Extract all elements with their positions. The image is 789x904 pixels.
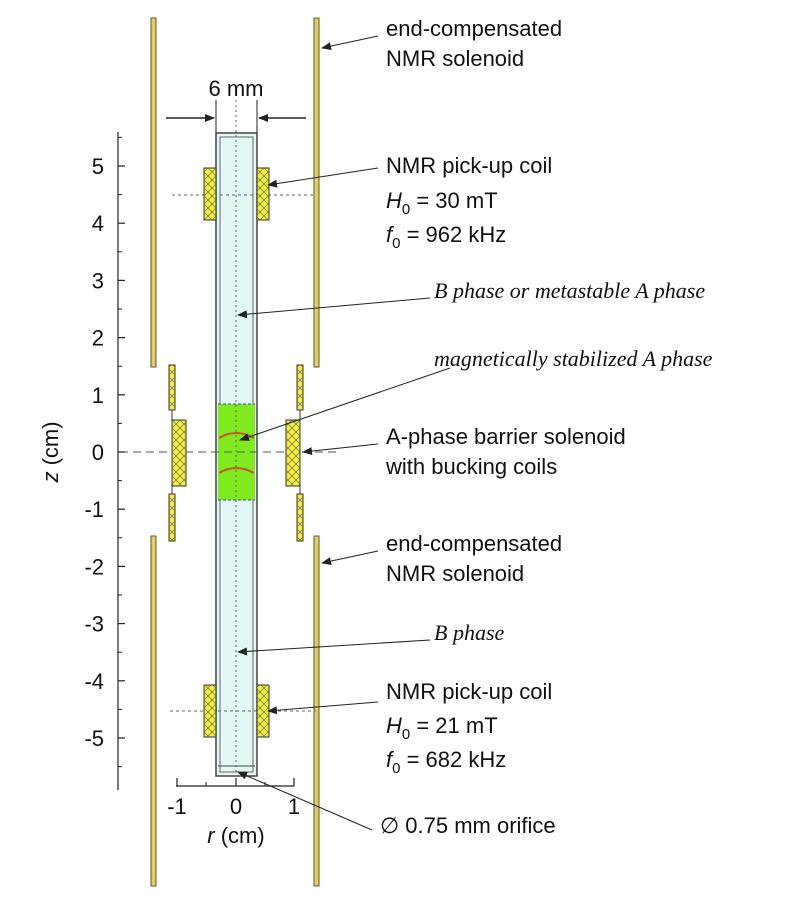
pickup-bottom-label: NMR pick-up coil H0 = 21 mT f0 = 682 kHz: [386, 679, 552, 777]
r-axis: -1 0 1 r (cm): [167, 778, 300, 848]
svg-text:H0 = 30 mT: H0 = 30 mT: [386, 188, 498, 218]
solenoid-top-label: end-compensated NMR solenoid: [386, 16, 562, 71]
width-dimension: 6 mm: [166, 76, 306, 133]
z-axis-label: z (cm): [38, 421, 63, 483]
orifice-label: ∅ 0.75 mm orifice: [380, 813, 556, 838]
svg-text:H0 = 21 mT: H0 = 21 mT: [386, 713, 498, 743]
svg-text:end-compensated: end-compensated: [386, 531, 562, 556]
z-tick-label: 0: [92, 440, 104, 465]
z-tick-label: -2: [84, 554, 104, 579]
svg-text:A-phase barrier solenoid: A-phase barrier solenoid: [386, 424, 626, 449]
r-tick-label: 0: [230, 794, 242, 819]
svg-text:NMR pick-up coil: NMR pick-up coil: [386, 679, 552, 704]
z-tick-label: 2: [92, 326, 104, 351]
svg-text:end-compensated: end-compensated: [386, 16, 562, 41]
pickup-top-label: NMR pick-up coil H0 = 30 mT f0 = 962 kHz: [386, 153, 552, 252]
nmr-solenoid-top: [150, 17, 320, 368]
pickup-coil-top: [203, 167, 270, 221]
r-tick-label: -1: [167, 794, 187, 819]
r-axis-label: r (cm): [207, 823, 264, 848]
svg-text:f0 = 682 kHz: f0 = 682 kHz: [386, 747, 506, 777]
svg-text:NMR pick-up coil: NMR pick-up coil: [386, 153, 552, 178]
svg-text:with bucking coils: with bucking coils: [385, 454, 557, 479]
z-tick-label: 3: [92, 268, 104, 293]
pickup-coil-bottom: [203, 684, 270, 738]
r-tick-label: 1: [288, 794, 300, 819]
z-tick-label: -5: [84, 726, 104, 751]
svg-text:f0 = 962 kHz: f0 = 962 kHz: [386, 222, 506, 252]
barrier-label: A-phase barrier solenoid with bucking co…: [385, 424, 626, 479]
svg-text:NMR solenoid: NMR solenoid: [386, 46, 524, 71]
z-axis: 5 4 3 2 1 0 -1 -2 -3 -4 -5 z (cm): [38, 132, 125, 790]
z-tick-label: 4: [92, 211, 104, 236]
barrier-solenoid-right: [285, 364, 304, 542]
solenoid-bottom-label: end-compensated NMR solenoid: [386, 531, 562, 586]
z-tick-label: 5: [92, 154, 104, 179]
z-tick-label: -4: [84, 669, 104, 694]
svg-text:NMR solenoid: NMR solenoid: [386, 561, 524, 586]
b-phase-label: B phase: [434, 620, 505, 645]
barrier-solenoid-left: [168, 364, 187, 542]
width-label: 6 mm: [209, 76, 264, 101]
magnetically-stabilized-label: magnetically stabilized A phase: [434, 346, 713, 371]
b-or-metastable-label: B phase or metastable A phase: [434, 278, 705, 303]
z-tick-label: -1: [84, 497, 104, 522]
z-tick-label: -3: [84, 612, 104, 637]
z-tick-label: 1: [92, 383, 104, 408]
leader-lines: [237, 35, 451, 831]
